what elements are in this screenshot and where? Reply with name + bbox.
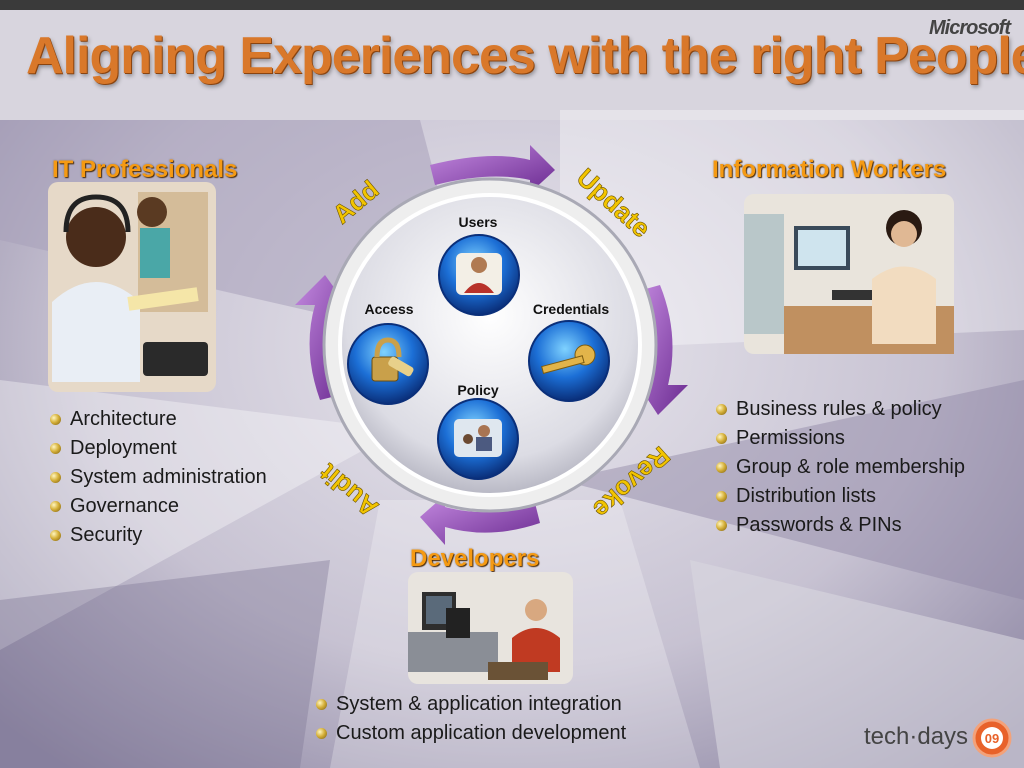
policy-label: Policy: [457, 382, 499, 398]
list-item: Architecture: [50, 405, 267, 434]
list-item: Deployment: [50, 434, 267, 463]
developer-photo: [408, 572, 573, 684]
list-item: Business rules & policy: [716, 395, 965, 424]
developers-heading: Developers: [410, 545, 540, 572]
bullet-icon: [50, 472, 61, 483]
techdays-logo: tech·days 09: [864, 718, 1012, 758]
lifecycle-diagram: Add Update Revoke Audit: [295, 145, 688, 545]
bullet-icon: [50, 501, 61, 512]
techdays-badge: 09: [985, 731, 999, 746]
bullet-icon: [716, 520, 727, 531]
list-item: Distribution lists: [716, 482, 965, 511]
list-item: Group & role membership: [716, 453, 965, 482]
credentials-orb: [528, 320, 610, 402]
techdays-text: tech·days: [864, 723, 968, 750]
list-item: Custom application development: [316, 719, 626, 748]
it-professionals-bullets: Architecture Deployment System administr…: [50, 405, 267, 550]
information-workers-bullets: Business rules & policy Permissions Grou…: [716, 395, 965, 540]
list-item: System administration: [50, 463, 267, 492]
bullet-icon: [316, 699, 327, 710]
access-label: Access: [364, 301, 414, 317]
it-professionals-heading: IT Professionals: [52, 156, 238, 183]
cycle-arrow-bottom: [420, 495, 540, 545]
list-item: Permissions: [716, 424, 965, 453]
bullet-icon: [50, 443, 61, 454]
policy-orb: [437, 398, 519, 480]
it-professional-photo: [48, 182, 216, 392]
list-item: Security: [50, 521, 267, 550]
microsoft-logo: Microsoft: [929, 17, 1011, 39]
slide-title: Aligning Experiences with the right Peop…: [26, 27, 1024, 85]
users-orb: [438, 234, 520, 316]
add-label: Add: [327, 174, 385, 229]
list-item: Governance: [50, 492, 267, 521]
list-item: System & application integration: [316, 690, 626, 719]
access-orb: [347, 323, 429, 405]
bullet-icon: [716, 491, 727, 502]
bullet-icon: [50, 530, 61, 541]
bullet-icon: [316, 728, 327, 739]
bullet-icon: [716, 404, 727, 415]
list-item: Passwords & PINs: [716, 511, 965, 540]
audit-label: Audit: [313, 457, 383, 523]
bullet-icon: [716, 433, 727, 444]
bullet-icon: [50, 414, 61, 425]
users-label: Users: [458, 214, 498, 230]
information-worker-photo: [744, 194, 954, 354]
developers-bullets: System & application integration Custom …: [316, 690, 626, 748]
information-workers-heading: Information Workers: [712, 156, 947, 183]
bullet-icon: [716, 462, 727, 473]
top-bar: [0, 0, 1024, 10]
credentials-label: Credentials: [532, 301, 610, 317]
cycle-arrow-top: [430, 145, 555, 193]
